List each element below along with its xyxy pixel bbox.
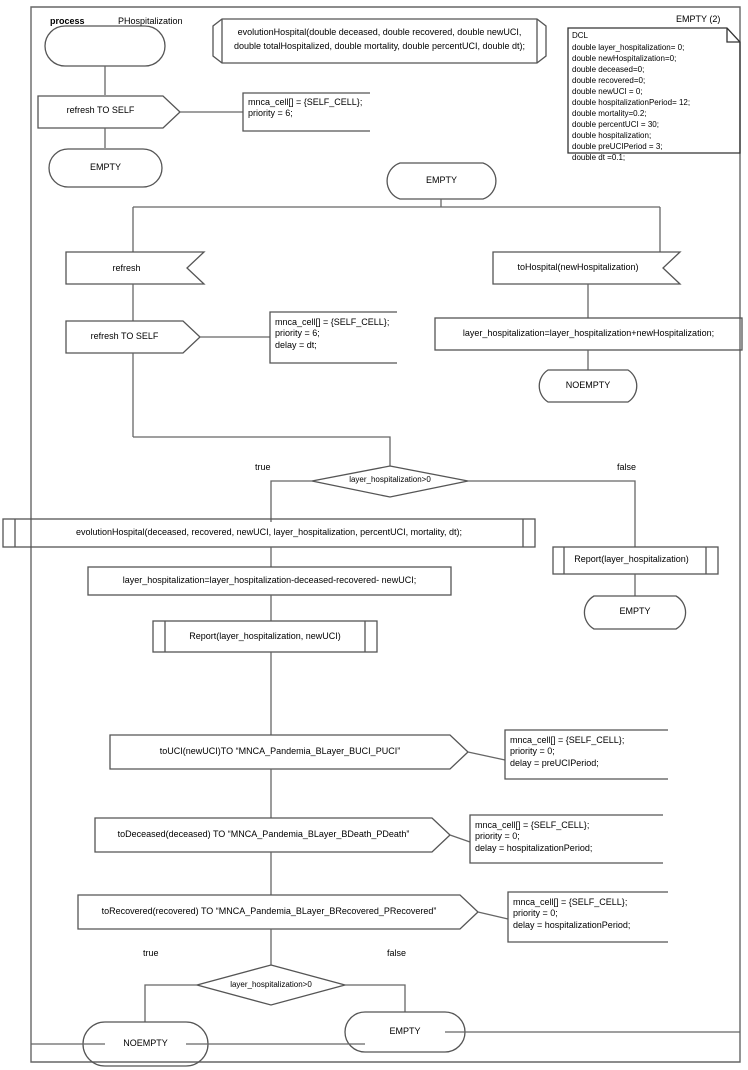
process-name: PHospitalization (118, 16, 183, 26)
input-refresh-shape (65, 251, 206, 285)
task-add-label: layer_hospitalization=layer_hospitalizat… (462, 328, 715, 338)
conn-left-to-decision1 (133, 436, 391, 466)
comment-recovered-text: mnca_cell[] = {SELF_CELL}; priority = 0;… (513, 897, 631, 930)
comment-refresh-self-2-bracket (269, 311, 397, 364)
input-tohospital-shape (492, 251, 682, 285)
state-noempty-right-shape (538, 369, 638, 403)
state-noempty-bottom-label: NOEMPTY (123, 1038, 168, 1048)
process-keyword: process (50, 16, 85, 26)
comment-recovered-bracket (507, 891, 668, 943)
input-refresh-self-2-shape (65, 320, 201, 354)
declaration-text: double layer_hospitalization= 0; double … (572, 43, 691, 163)
input-refresh-self-2-label[interactable]: refresh TO SELF (90, 331, 159, 341)
comment-uci-bracket (504, 729, 668, 780)
comment-refresh-self-2-text: mnca_cell[] = {SELF_CELL}; priority = 6;… (275, 317, 390, 350)
state-empty-main-shape (386, 162, 497, 200)
declaration-title: DCL (572, 31, 589, 40)
input-refresh-self-top-shape (37, 95, 181, 129)
output-deceased-label[interactable]: toDeceased(deceased) TO “MNCA_Pandemia_B… (117, 829, 410, 839)
decision-2-condition: layer_hospitalization>0 (230, 980, 312, 989)
call-report-false-label[interactable]: Report(layer_hospitalization) (574, 554, 689, 564)
input-tohospital-label[interactable]: toHospital(newHospitalization) (517, 262, 639, 272)
process-frame (30, 6, 741, 1063)
empty-2-label: EMPTY (2) (676, 14, 721, 24)
output-recovered-shape (77, 894, 479, 930)
input-refresh-self-top-label[interactable]: refresh TO SELF (66, 105, 135, 115)
output-uci-shape (109, 734, 469, 770)
input-refresh-label[interactable]: refresh (112, 263, 141, 273)
call-report-label[interactable]: Report(layer_hospitalization, newUCI) (189, 631, 341, 641)
conn-decision1-false (468, 480, 636, 547)
comment-deceased-text: mnca_cell[] = {SELF_CELL}; priority = 0;… (475, 820, 593, 853)
comment-deceased-bracket (469, 814, 663, 864)
task-subtract-shape (87, 566, 452, 596)
declaration-note-shape (567, 27, 741, 154)
conn-uci-comment (467, 751, 506, 761)
declaration-note-fold (726, 28, 740, 43)
state-empty-bottom-label: EMPTY (389, 1026, 421, 1036)
state-noempty-right-label: NOEMPTY (565, 380, 611, 390)
state-empty-bottom-shape (344, 1011, 466, 1053)
state-empty-top-label: EMPTY (89, 162, 121, 172)
state-empty-false-shape (583, 595, 687, 630)
output-recovered-label[interactable]: toRecovered(recovered) TO “MNCA_Pandemia… (101, 906, 437, 916)
decision-2-shape (194, 964, 348, 1006)
state-empty-main-label: EMPTY (425, 175, 457, 185)
conn-decision2-false (345, 984, 406, 1012)
state-empty-top-shape (48, 148, 163, 188)
comment-top-bracket (242, 92, 370, 132)
conn-decision1-true (270, 480, 312, 522)
conn-decision2-true (144, 984, 197, 1022)
output-uci-label[interactable]: toUCI(newUCI)TO “MNCA_Pandemia_BLayer_BU… (159, 746, 401, 756)
decision-2-false-label: false (387, 948, 407, 958)
comment-uci-text: mnca_cell[] = {SELF_CELL}; priority = 0;… (510, 735, 625, 768)
decision-1-condition: layer_hospitalization>0 (349, 475, 431, 484)
comment-top-text: mnca_cell[] = {SELF_CELL}; priority = 6; (248, 97, 363, 119)
output-deceased-shape (94, 817, 451, 853)
start-state-shape (44, 25, 166, 67)
state-empty-false-label: EMPTY (619, 606, 651, 616)
decision-1-false-label: false (617, 462, 637, 472)
task-subtract-label: layer_hospitalization=layer_hospitalizat… (122, 575, 417, 585)
state-noempty-bottom-shape (82, 1021, 209, 1067)
call-report-shape (152, 620, 378, 653)
decision-1-shape (311, 465, 469, 498)
conn-deceased-comment (449, 834, 471, 843)
call-evolution-label[interactable]: evolutionHospital(deceased, recovered, n… (75, 527, 462, 537)
call-evolution-shape (2, 518, 536, 548)
conn-recovered-comment (477, 911, 509, 920)
procedure-signature-text: evolutionHospital(double deceased, doubl… (233, 27, 525, 51)
decision-1-true-label: true (255, 462, 271, 472)
decision-2-true-label: true (143, 948, 159, 958)
